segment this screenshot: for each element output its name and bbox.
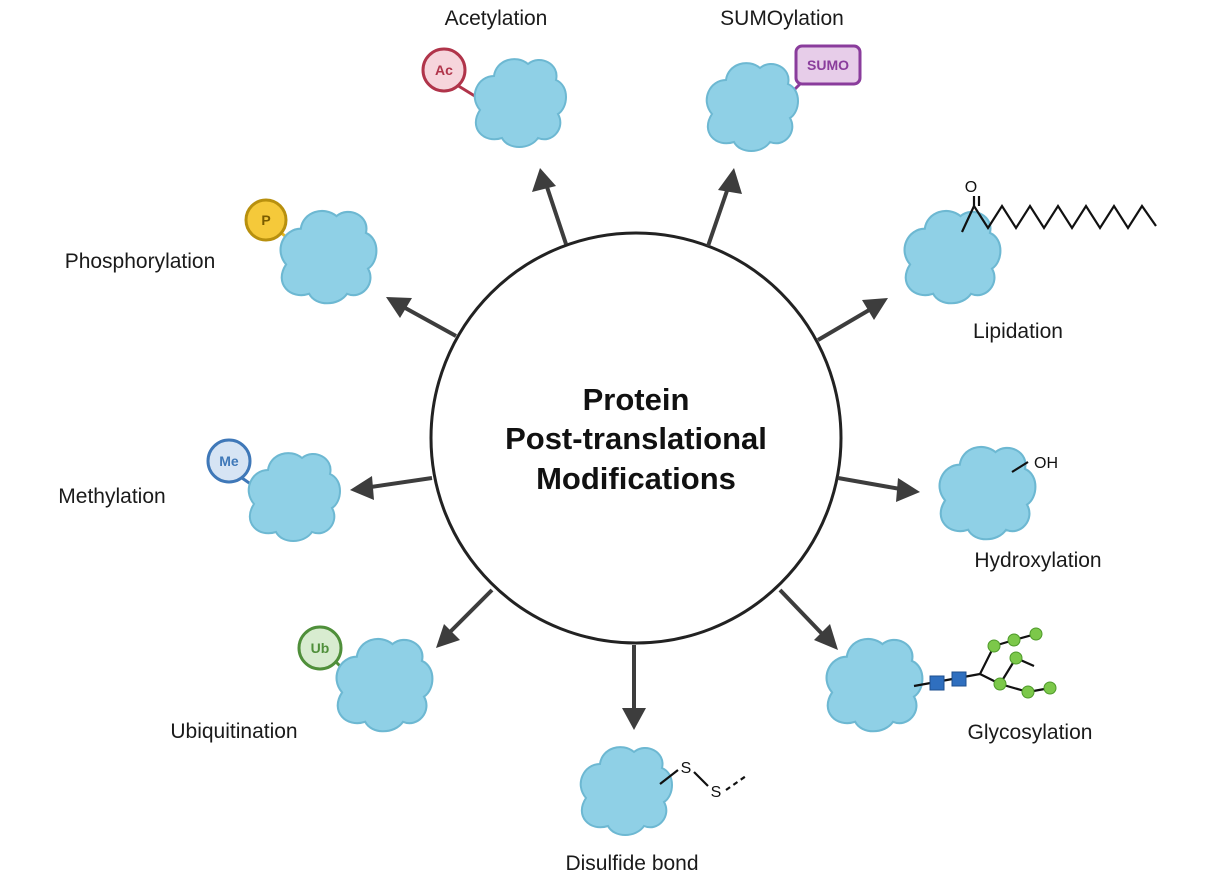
phosphate-tag-icon [244,198,288,242]
tag-sumo: SUMO [807,57,849,73]
arrow-sumoylation [706,181,732,247]
arrowhead-methylation [350,476,374,500]
arrow-glycosylation [778,588,830,642]
protein-blob-icon [335,637,434,733]
arrow-hydroxylation [837,476,907,492]
arrow-methylation [363,476,433,490]
center-title-line-3: Modifications [536,461,736,496]
svg-text:S: S [711,784,722,801]
arrow-lipidation [816,304,878,342]
arrowhead-acetylation [532,168,556,192]
arrowhead-lipidation [862,298,888,320]
tag-me: Me [219,453,239,469]
label-hydroxylation: Hydroxylation [974,549,1101,572]
label-glycosylation: Glycosylation [968,721,1093,744]
protein-blob-icon [579,746,673,836]
modification-methylation: Me Methylation [58,438,341,542]
arrowhead-hydroxylation [896,478,920,502]
modification-acetylation: Acetylation Ac [421,7,567,148]
protein-blob-icon [825,637,924,733]
arrowhead-sumoylation [718,168,742,194]
modification-sumoylation: SUMOylation SUMO [705,7,862,152]
arrow-ubiquitination [444,588,494,638]
protein-blob-icon [247,452,341,542]
tag-ub: Ub [311,640,330,656]
arrowhead-phosphorylation [386,297,412,318]
label-phosphorylation: Phosphorylation [65,250,216,273]
center-title-line-1: Protein [583,382,690,417]
label-sumoylation: SUMOylation [720,7,844,30]
label-lipidation: Lipidation [973,320,1063,343]
center-circle [429,231,843,645]
arrowhead-glycosylation [814,624,838,650]
hydroxyl-group-icon: OH [1034,455,1058,472]
label-ubiquitination: Ubiquitination [170,720,297,743]
modification-glycosylation: Glycosylation [825,627,1093,744]
label-acetylation: Acetylation [445,7,548,30]
modification-disulfide: S S Disulfide bond [565,746,747,875]
modification-lipidation: O Lipidation [903,179,1157,343]
lipid-oxygen: O [965,179,977,196]
tag-ac: Ac [435,62,453,78]
modification-ubiquitination: Ub Ubiquitination [170,625,434,743]
protein-blob-icon [938,445,1037,541]
glycan-tree-icon [913,627,1057,699]
ubiquitin-tag-icon [297,625,343,671]
arrow-phosphorylation [397,302,457,338]
sumo-tag-icon [794,44,862,86]
arrowhead-disulfide [622,708,646,730]
protein-blob-icon [705,62,799,152]
disulfide-bond-icon: S S [659,760,747,801]
arrows [350,168,920,730]
modification-hydroxylation: OH Hydroxylation [938,445,1102,572]
label-methylation: Methylation [58,485,165,508]
arrow-acetylation [542,177,568,245]
protein-blob-icon [279,209,378,305]
protein-blob-icon [473,58,567,148]
fatty-acid-chain-icon [961,196,1157,233]
modification-phosphorylation: P Phosphorylation [65,198,378,305]
tag-p: P [261,212,270,228]
center-title-line-2: Post-translational [505,421,767,456]
svg-text:S: S [681,760,692,777]
label-disulfide: Disulfide bond [565,852,698,875]
arrowhead-ubiquitination [436,624,460,648]
acetyl-tag-icon [421,47,467,93]
methyl-tag-icon [206,438,252,484]
